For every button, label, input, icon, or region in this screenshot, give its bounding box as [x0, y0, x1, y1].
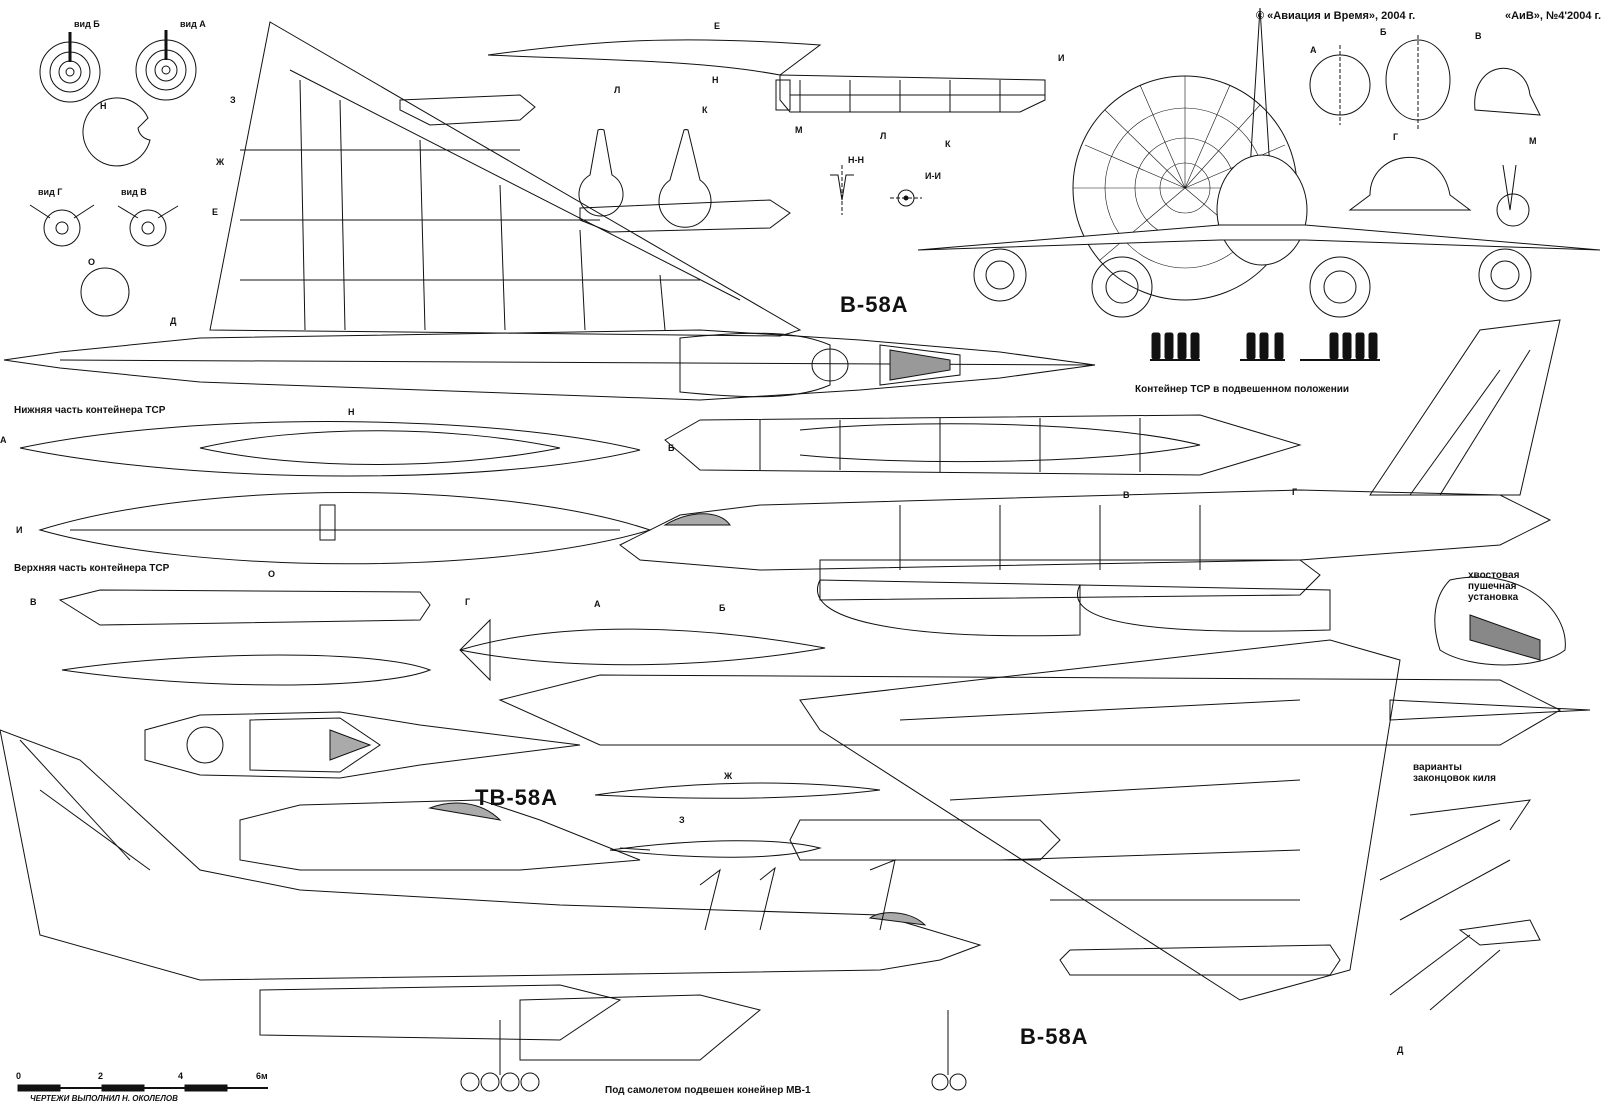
section-letter: К	[702, 105, 708, 115]
section-letter: Б	[719, 603, 726, 613]
b58a-side-view	[619, 319, 1561, 637]
b58a-side-view-lower	[0, 729, 982, 1092]
scale-tick: 0	[16, 1071, 22, 1081]
section-letter: А	[0, 435, 7, 445]
section-letter: Н	[348, 407, 355, 417]
b58a-planform	[3, 21, 1096, 401]
caption-credits: ЧЕРТЕЖИ ВЫПОЛНИЛ Н. ОКОЛЕЛОВ	[30, 1094, 178, 1103]
section-ii	[890, 189, 922, 207]
section-letter: И	[16, 525, 23, 535]
label-ii: И-И	[925, 171, 941, 181]
tail-gun-view	[1434, 576, 1566, 666]
caption-mb1: Под самолетом подвешен конейнер МВ-1	[605, 1085, 811, 1096]
section-letter: О	[88, 257, 96, 267]
section-view-b	[39, 32, 101, 103]
section-letter: Д	[1397, 1045, 1404, 1055]
label-nn: Н-Н	[848, 155, 864, 165]
section-l	[578, 128, 624, 217]
section-letter: В	[1475, 31, 1482, 41]
section-letter: Г	[1292, 487, 1298, 497]
b58a-bottom-planform	[498, 639, 1591, 1001]
caption-pod-bottom: Нижняя часть контейнера ТСР	[14, 405, 166, 416]
tcp-pod-hanging	[664, 414, 1302, 476]
section-letter: Н	[100, 101, 107, 111]
copyright-text: © «Авиация и Время», 2004 г.	[1256, 10, 1416, 22]
section-letter: В	[1123, 490, 1130, 500]
fin-tip-variants	[1379, 799, 1541, 1011]
title-b58a-bottom: B-58A	[1020, 1024, 1089, 1049]
scale-tick: 4	[178, 1071, 184, 1081]
section-letter: А	[1310, 45, 1317, 55]
tcp-pod-top	[58, 589, 826, 686]
caption-tail-gun: хвостовая пушечная установка	[1468, 570, 1520, 603]
nose-sections	[1309, 35, 1541, 227]
section-letter: Д	[170, 316, 177, 326]
section-letter: А	[594, 599, 601, 609]
section-n	[82, 97, 151, 167]
section-letter: З	[679, 815, 685, 825]
section-letter: Б	[668, 443, 675, 453]
tb58a-planform	[144, 711, 581, 779]
section-letter: М	[1529, 136, 1537, 146]
section-view-a	[135, 30, 197, 101]
title-b58a-top: B-58A	[840, 292, 909, 317]
section-letter: Н	[712, 75, 719, 85]
title-tb58a: TB-58A	[475, 785, 559, 810]
label-vid-v: вид В	[121, 187, 147, 197]
section-letter: И	[1058, 53, 1065, 63]
tb58a-side-view	[239, 799, 651, 871]
section-letter: Б	[1380, 27, 1387, 37]
caption-pod-hanging: Контейнер ТСР в подвешенном положении	[1135, 384, 1350, 395]
nacelle-side-view	[487, 39, 1046, 113]
issue-text: «АиВ», №4'2004 г.	[1505, 10, 1602, 22]
label-vid-b: вид Б	[74, 19, 100, 29]
section-letter: З	[230, 95, 236, 105]
section-o	[80, 267, 130, 317]
tcp-pod-bottom	[19, 421, 652, 565]
section-letter: К	[945, 139, 951, 149]
label-vid-a: вид А	[180, 19, 206, 29]
section-letter: Г	[1393, 132, 1399, 142]
scale-tick: 2	[98, 1071, 104, 1081]
label-vid-g: вид Г	[38, 187, 63, 197]
caption-pod-top: Верхняя часть контейнера ТСР	[14, 563, 170, 574]
section-nn	[830, 165, 854, 215]
section-letter: Ж	[216, 157, 225, 167]
wing-sections	[594, 782, 881, 858]
section-letter: Г	[465, 597, 471, 607]
section-letter: Е	[212, 207, 219, 217]
section-letter: Л	[614, 85, 621, 95]
section-k	[658, 129, 712, 228]
section-view-v	[117, 205, 179, 247]
section-letter: О	[268, 569, 276, 579]
caption-fin-tips: варианты законцовок киля	[1413, 762, 1496, 784]
section-letter: М	[795, 125, 803, 135]
section-view-g	[29, 204, 95, 247]
b58a-front-view	[917, 7, 1601, 361]
section-letter: Ж	[724, 771, 733, 781]
section-letter: Л	[880, 131, 887, 141]
section-letter: Е	[714, 21, 721, 31]
section-letter: В	[30, 597, 37, 607]
scale-tick: 6м	[256, 1071, 268, 1081]
scale-bar	[17, 1084, 268, 1092]
